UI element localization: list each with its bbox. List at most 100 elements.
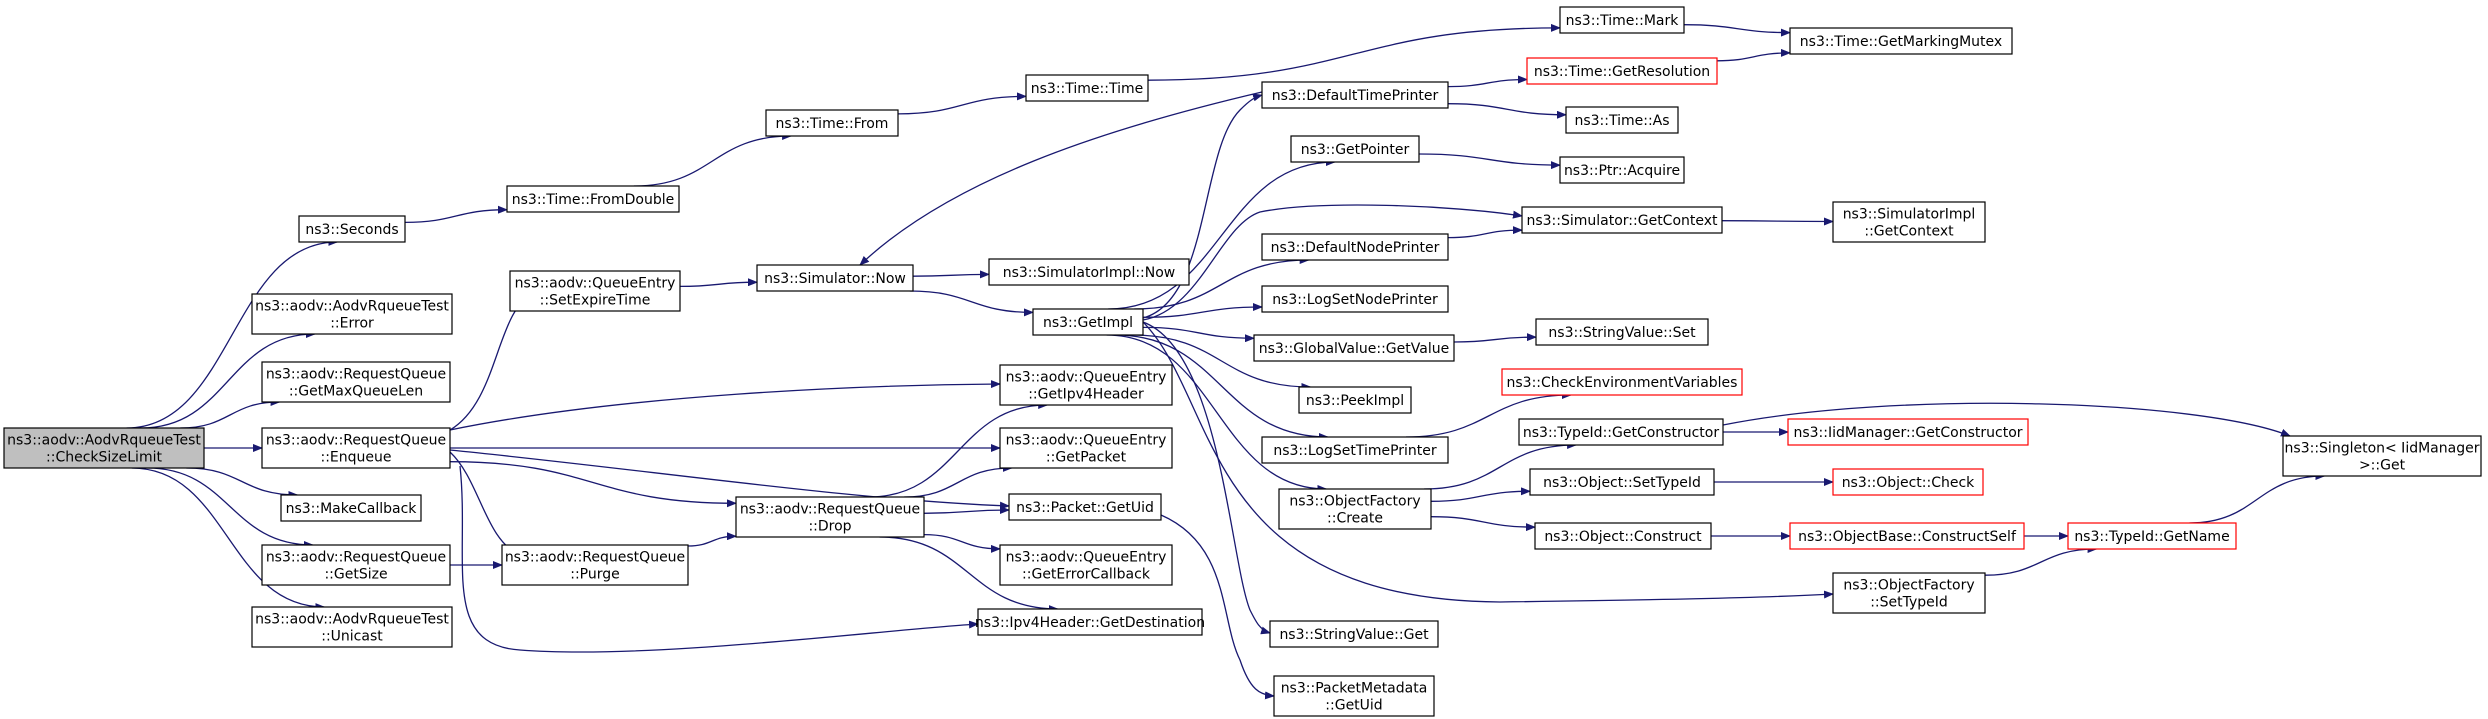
node-box-fromdouble[interactable] xyxy=(506,185,680,213)
node-box-typeidgetname[interactable] xyxy=(2067,522,2237,550)
node-ptracq[interactable]: ns3::Ptr::Acquire xyxy=(1559,156,1685,184)
node-box-pmuid[interactable] xyxy=(1273,675,1435,717)
node-getimpl[interactable]: ns3::GetImpl xyxy=(1032,308,1144,336)
node-peekimpl[interactable]: ns3::PeekImpl xyxy=(1298,386,1412,414)
node-box-getmarkmutex[interactable] xyxy=(1789,27,2013,55)
node-box-ofsettypeid[interactable] xyxy=(1832,572,1986,614)
node-objfactcreate[interactable]: ns3::ObjectFactory::Create xyxy=(1278,488,1432,530)
node-box-simnow[interactable] xyxy=(756,264,914,292)
node-timetime[interactable]: ns3::Time::Time xyxy=(1025,74,1149,102)
node-simimplctx[interactable]: ns3::SimulatorImpl::GetContext xyxy=(1832,201,1986,243)
node-box-typeidgetctor[interactable] xyxy=(1518,418,1724,446)
node-box-constructself[interactable] xyxy=(1789,522,2025,550)
node-objsettypeid[interactable]: ns3::Object::SetTypeId xyxy=(1529,468,1715,496)
node-objcheck[interactable]: ns3::Object::Check xyxy=(1832,468,1984,496)
node-setexpire[interactable]: ns3::aodv::QueueEntry::SetExpireTime xyxy=(509,270,681,312)
node-box-setexpire[interactable] xyxy=(509,270,681,312)
node-box-getpointer[interactable] xyxy=(1290,135,1420,163)
node-geterrcb[interactable]: ns3::aodv::QueueEntry::GetErrorCallback xyxy=(999,544,1173,586)
node-box-simimplnow[interactable] xyxy=(988,258,1190,286)
node-simgetctx[interactable]: ns3::Simulator::GetContext xyxy=(1521,206,1723,234)
node-box-objconstruct[interactable] xyxy=(1534,522,1712,550)
node-getpointer[interactable]: ns3::GetPointer xyxy=(1290,135,1420,163)
node-box-peekimpl[interactable] xyxy=(1298,386,1412,414)
node-box-strget[interactable] xyxy=(1269,620,1439,648)
node-strset[interactable]: ns3::StringValue::Set xyxy=(1535,318,1709,346)
node-timeas[interactable]: ns3::Time::As xyxy=(1565,106,1679,134)
node-getpacket[interactable]: ns3::aodv::QueueEntry::GetPacket xyxy=(999,427,1173,469)
node-box-timetime[interactable] xyxy=(1025,74,1149,102)
node-simnow[interactable]: ns3::Simulator::Now xyxy=(756,264,914,292)
node-constructself[interactable]: ns3::ObjectBase::ConstructSelf xyxy=(1789,522,2025,550)
node-box-timemark[interactable] xyxy=(1559,6,1685,34)
node-box-defaulttime[interactable] xyxy=(1261,81,1449,109)
node-box-getmaxq[interactable] xyxy=(261,361,451,403)
node-box-getipv4[interactable] xyxy=(999,364,1173,406)
node-ofsettypeid[interactable]: ns3::ObjectFactory::SetTypeId xyxy=(1832,572,1986,614)
node-singleton[interactable]: ns3::Singleton< IidManager >::Get xyxy=(2282,435,2482,477)
node-box-simgetctx[interactable] xyxy=(1521,206,1723,234)
node-box-getres[interactable] xyxy=(1526,57,1718,85)
node-box-timeas[interactable] xyxy=(1565,106,1679,134)
node-getipv4[interactable]: ns3::aodv::QueueEntry::GetIpv4Header xyxy=(999,364,1173,406)
node-box-getimpl[interactable] xyxy=(1032,308,1144,336)
node-purge[interactable]: ns3::aodv::RequestQueue::Purge xyxy=(501,544,689,586)
node-box-error[interactable] xyxy=(251,293,453,335)
node-box-root[interactable] xyxy=(3,427,205,469)
node-box-seconds[interactable] xyxy=(298,215,406,243)
node-box-pktuid[interactable] xyxy=(1008,493,1162,521)
node-box-geterrcb[interactable] xyxy=(999,544,1173,586)
node-box-logsetnode[interactable] xyxy=(1261,285,1449,313)
node-unicast[interactable]: ns3::aodv::AodvRqueueTest::Unicast xyxy=(251,606,453,648)
node-seconds[interactable]: ns3::Seconds xyxy=(298,215,406,243)
node-objconstruct[interactable]: ns3::Object::Construct xyxy=(1534,522,1712,550)
node-box-objcheck[interactable] xyxy=(1832,468,1984,496)
node-box-drop[interactable] xyxy=(735,496,925,538)
node-iidgetctor[interactable]: ns3::IidManager::GetConstructor xyxy=(1787,418,2029,446)
node-enqueue[interactable]: ns3::aodv::RequestQueue::Enqueue xyxy=(261,427,451,469)
node-box-strset[interactable] xyxy=(1535,318,1709,346)
node-checkenv[interactable]: ns3::CheckEnvironmentVariables xyxy=(1501,368,1743,396)
node-defaultnode[interactable]: ns3::DefaultNodePrinter xyxy=(1261,233,1449,261)
node-box-objfactcreate[interactable] xyxy=(1278,488,1432,530)
node-drop[interactable]: ns3::aodv::RequestQueue::Drop xyxy=(735,496,925,538)
node-logsetnode[interactable]: ns3::LogSetNodePrinter xyxy=(1261,285,1449,313)
node-getmaxq[interactable]: ns3::aodv::RequestQueue::GetMaxQueueLen xyxy=(261,361,451,403)
node-box-simimplctx[interactable] xyxy=(1832,201,1986,243)
node-logsettime[interactable]: ns3::LogSetTimePrinter xyxy=(1261,436,1449,464)
node-box-defaultnode[interactable] xyxy=(1261,233,1449,261)
node-pmuid[interactable]: ns3::PacketMetadata::GetUid xyxy=(1273,675,1435,717)
node-box-enqueue[interactable] xyxy=(261,427,451,469)
node-fromdouble[interactable]: ns3::Time::FromDouble xyxy=(506,185,680,213)
node-typeidgetname[interactable]: ns3::TypeId::GetName xyxy=(2067,522,2237,550)
node-box-timefrom[interactable] xyxy=(765,109,899,137)
node-box-purge[interactable] xyxy=(501,544,689,586)
node-box-unicast[interactable] xyxy=(251,606,453,648)
node-getdest[interactable]: ns3::Ipv4Header::GetDestination xyxy=(975,608,1205,636)
node-box-getsize[interactable] xyxy=(261,544,451,586)
node-box-gvgetvalue[interactable] xyxy=(1253,334,1455,362)
node-getres[interactable]: ns3::Time::GetResolution xyxy=(1526,57,1718,85)
node-box-singleton[interactable] xyxy=(2282,435,2482,477)
node-box-checkenv[interactable] xyxy=(1501,368,1743,396)
node-makecb[interactable]: ns3::MakeCallback xyxy=(280,494,422,522)
node-box-getdest[interactable] xyxy=(977,608,1203,636)
node-timefrom[interactable]: ns3::Time::From xyxy=(765,109,899,137)
node-box-makecb[interactable] xyxy=(280,494,422,522)
node-box-objsettypeid[interactable] xyxy=(1529,468,1715,496)
node-defaulttime[interactable]: ns3::DefaultTimePrinter xyxy=(1261,81,1449,109)
node-box-getpacket[interactable] xyxy=(999,427,1173,469)
node-error[interactable]: ns3::aodv::AodvRqueueTest::Error xyxy=(251,293,453,335)
node-root[interactable]: ns3::aodv::AodvRqueueTest::CheckSizeLimi… xyxy=(3,427,205,469)
node-box-iidgetctor[interactable] xyxy=(1787,418,2029,446)
node-getmarkmutex[interactable]: ns3::Time::GetMarkingMutex xyxy=(1789,27,2013,55)
node-pktuid[interactable]: ns3::Packet::GetUid xyxy=(1008,493,1162,521)
node-getsize[interactable]: ns3::aodv::RequestQueue::GetSize xyxy=(261,544,451,586)
node-box-ptracq[interactable] xyxy=(1559,156,1685,184)
node-typeidgetctor[interactable]: ns3::TypeId::GetConstructor xyxy=(1518,418,1724,446)
node-box-logsettime[interactable] xyxy=(1261,436,1449,464)
node-strget[interactable]: ns3::StringValue::Get xyxy=(1269,620,1439,648)
node-timemark[interactable]: ns3::Time::Mark xyxy=(1559,6,1685,34)
node-simimplnow[interactable]: ns3::SimulatorImpl::Now xyxy=(988,258,1190,286)
node-gvgetvalue[interactable]: ns3::GlobalValue::GetValue xyxy=(1253,334,1455,362)
